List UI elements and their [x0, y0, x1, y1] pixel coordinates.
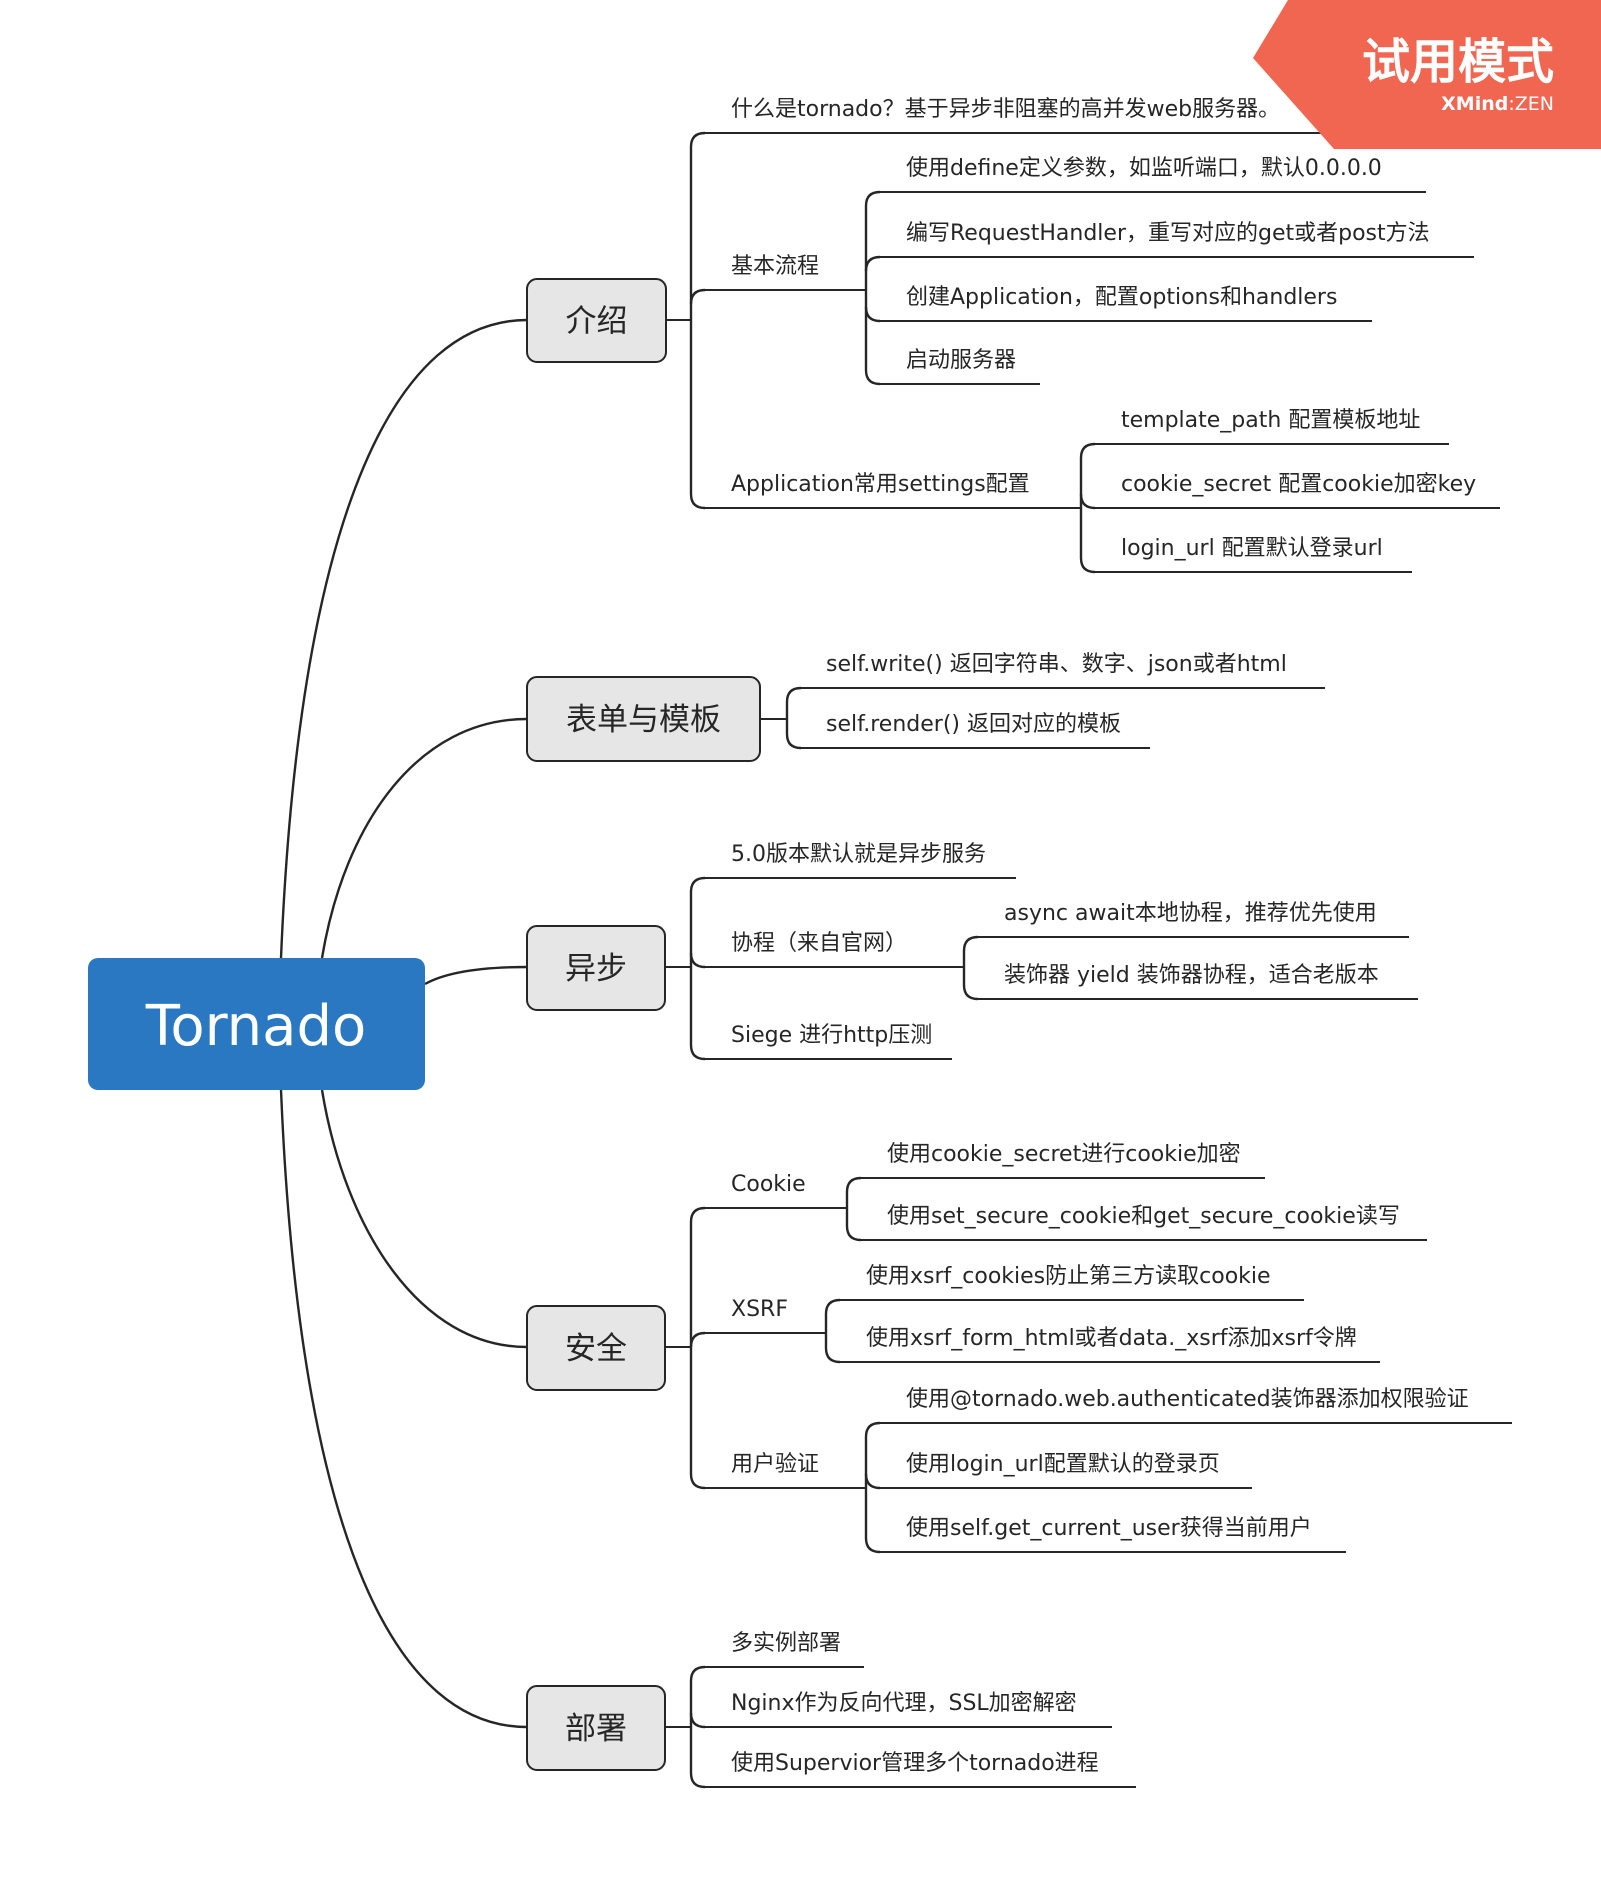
branch-3-bracket-top [689, 1206, 706, 1347]
branch-4-bracket-bottom [689, 1727, 706, 1789]
subtopic-3-1-1[interactable]: 使用xsrf_form_html或者data._xsrf添加xsrf令牌 [866, 1326, 1357, 1351]
nodes-layer: 介绍 什么是tornado？基于异步非阻塞的高并发web服务器。基本流程 使用def… [526, 97, 1476, 1776]
branch-4-bracket-top [689, 1665, 706, 1727]
branch-box-4 [526, 1685, 666, 1771]
subtopic-0-1-2[interactable]: 创建Application，配置options和handlers [906, 285, 1337, 310]
topic-0-1-bracket-mid-1 [864, 306, 881, 323]
root-box [88, 958, 425, 1090]
branch-0-bracket-top [689, 131, 706, 320]
watermark-separator: : [1508, 93, 1514, 115]
topic-4-0[interactable]: 多实例部署 [731, 1631, 841, 1656]
topic-3-1[interactable]: XSRF [731, 1297, 788, 1322]
edge-root-to-branch-1 [320, 717, 528, 959]
branch-box-2 [526, 925, 666, 1011]
branch-box-1 [526, 676, 761, 762]
branch-label-2[interactable]: 异步 [565, 951, 627, 987]
branch-3-bracket-mid-0 [689, 1331, 706, 1348]
topic-0-2[interactable]: Application常用settings配置 [731, 472, 1030, 497]
root-node[interactable]: Tornado [88, 958, 425, 1090]
topic-1-0[interactable]: self.write() 返回字符串、数字、json或者html [826, 652, 1287, 677]
edges-layer [279, 131, 1512, 1789]
topic-0-2-bracket-top [1079, 442, 1096, 508]
topic-0-1-bracket-bottom [864, 290, 881, 386]
subtopic-3-2-2[interactable]: 使用self.get_current_user获得当前用户 [906, 1516, 1312, 1541]
topic-2-1-bracket-bottom [962, 967, 979, 1001]
topic-0-2-bracket-bottom [1079, 508, 1096, 574]
topic-3-2[interactable]: 用户验证 [731, 1452, 819, 1477]
subtopic-2-1-0[interactable]: async await本地协程，推荐优先使用 [1004, 901, 1377, 926]
watermark-brand: XMind:ZEN [1441, 93, 1554, 115]
subtopic-3-2-0[interactable]: 使用@tornado.web.authenticated装饰器添加权限验证 [906, 1387, 1469, 1412]
branch-1-bracket-top [785, 686, 802, 719]
subtopic-0-2-2[interactable]: login_url 配置默认登录url [1121, 536, 1383, 561]
topic-3-2-bracket-mid-0 [864, 1473, 881, 1490]
branch-4-bracket-mid-0 [689, 1712, 706, 1729]
subtopic-0-2-0[interactable]: template_path 配置模板地址 [1121, 408, 1420, 433]
topic-4-1[interactable]: Nginx作为反向代理，SSL加密解密 [731, 1691, 1077, 1716]
branch-label-1[interactable]: 表单与模板 [566, 702, 721, 738]
subtopic-2-1-1[interactable]: 装饰器 yield 装饰器协程，适合老版本 [1004, 963, 1379, 988]
branch-label-0[interactable]: 介绍 [566, 304, 628, 340]
root-label: Tornado [145, 994, 367, 1059]
topic-2-1[interactable]: 协程（来自官网） [731, 931, 907, 956]
topic-0-0[interactable]: 什么是tornado？基于异步非阻塞的高并发web服务器。 [731, 97, 1280, 122]
branch-box-3 [526, 1305, 666, 1391]
branch-box-0 [526, 278, 667, 363]
subtopic-0-1-3[interactable]: 启动服务器 [906, 348, 1016, 373]
subtopic-0-2-1[interactable]: cookie_secret 配置cookie加密key [1121, 472, 1476, 497]
edge-root-to-branch-0 [279, 318, 528, 959]
subtopic-0-1-0[interactable]: 使用define定义参数，如监听端口，默认0.0.0.0 [906, 156, 1382, 181]
topic-2-2[interactable]: Siege 进行http压测 [731, 1023, 932, 1048]
watermark-edition: ZEN [1515, 93, 1554, 115]
topic-3-2-bracket-bottom [864, 1488, 881, 1554]
branch-label-3[interactable]: 安全 [565, 1331, 627, 1367]
topic-0-1[interactable]: 基本流程 [731, 254, 819, 279]
topic-0-1-bracket-top [864, 190, 881, 290]
topic-3-0-bracket-bottom [845, 1208, 862, 1242]
subtopic-0-1-1[interactable]: 编写RequestHandler，重写对应的get或者post方法 [906, 221, 1430, 246]
topic-2-0[interactable]: 5.0版本默认就是异步服务 [731, 842, 986, 867]
topic-3-1-bracket-top [824, 1298, 841, 1333]
branch-3-bracket-bottom [689, 1347, 706, 1490]
subtopic-3-0-0[interactable]: 使用cookie_secret进行cookie加密 [887, 1142, 1241, 1167]
branch-label-4[interactable]: 部署 [565, 1711, 627, 1747]
watermark-ribbon [1253, 0, 1601, 149]
edge-root-to-branch-4 [279, 1089, 528, 1729]
trial-watermark: 试用模式 XMind:ZEN [1253, 0, 1601, 149]
topic-1-1[interactable]: self.render() 返回对应的模板 [826, 712, 1121, 737]
edge-root-to-branch-2 [424, 965, 528, 986]
watermark-brand-name: XMind [1441, 93, 1508, 115]
topic-3-2-bracket-top [864, 1421, 881, 1488]
branch-2-bracket-top [689, 876, 706, 967]
subtopic-3-1-0[interactable]: 使用xsrf_cookies防止第三方读取cookie [866, 1264, 1271, 1289]
topic-2-1-bracket-top [962, 935, 979, 967]
branch-2-bracket-mid-0 [689, 952, 706, 969]
topic-3-0-bracket-top [845, 1176, 862, 1208]
subtopic-3-0-1[interactable]: 使用set_secure_cookie和get_secure_cookie读写 [887, 1204, 1400, 1229]
topic-4-2[interactable]: 使用Supervior管理多个tornado进程 [731, 1751, 1099, 1776]
subtopic-3-2-1[interactable]: 使用login_url配置默认的登录页 [906, 1452, 1220, 1477]
topic-0-2-bracket-mid-0 [1079, 493, 1096, 510]
edge-root-to-branch-3 [320, 1089, 528, 1349]
topic-0-1-bracket-mid-0 [864, 255, 881, 272]
branch-1-bracket-bottom [785, 719, 802, 750]
watermark-mode: 试用模式 [1362, 34, 1554, 90]
branch-0-bracket-bottom [689, 320, 706, 510]
branch-0-bracket-mid-0 [689, 288, 706, 305]
topic-3-0[interactable]: Cookie [731, 1172, 806, 1197]
topic-3-1-bracket-bottom [824, 1333, 841, 1364]
branch-2-bracket-bottom [689, 967, 706, 1061]
